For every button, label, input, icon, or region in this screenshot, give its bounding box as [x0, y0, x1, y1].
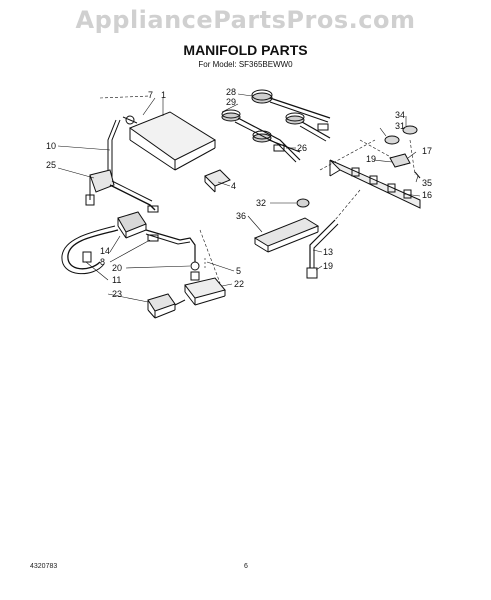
- callout-29: 29: [226, 97, 236, 107]
- part-22-bracket: [184, 277, 226, 299]
- part-11-loop-tube: [67, 229, 119, 270]
- page-number: 6: [244, 563, 248, 570]
- callout-32: 32: [256, 198, 266, 208]
- model-line: For Model: SF365BEWW0: [198, 60, 293, 69]
- part-34-knob: [402, 125, 418, 135]
- part-29-burner: [221, 112, 241, 122]
- callout-19a: 19: [366, 154, 376, 164]
- callout-25: 25: [46, 160, 56, 170]
- part-36-bracket: [253, 217, 320, 247]
- callout-5: 5: [236, 266, 241, 276]
- callout-34: 34: [395, 110, 405, 120]
- part-13-tube: [309, 219, 336, 268]
- callout-31: 31: [395, 121, 405, 131]
- part-1-shield: [128, 111, 217, 161]
- callout-20: 20: [112, 263, 122, 273]
- part-14-regulator: [117, 211, 147, 233]
- callout-8: 8: [100, 257, 105, 267]
- doc-number: 4320783: [30, 563, 58, 570]
- watermark: AppliancePartsPros.com: [75, 6, 416, 34]
- part-28-burner: [251, 92, 273, 104]
- callout-17: 17: [422, 146, 432, 156]
- part-7-fitting: [125, 115, 135, 125]
- part-31-knob: [384, 135, 400, 145]
- callout-labels: 7 1 28 29 34 31 10 26 17 25 19 4 35 32 1…: [46, 87, 432, 299]
- part-4-bracket: [204, 169, 231, 187]
- callout-26: 26: [297, 143, 307, 153]
- callout-14: 14: [100, 246, 110, 256]
- callout-4: 4: [231, 181, 236, 191]
- diagram-drawing: [57, 89, 421, 319]
- callout-22: 22: [234, 279, 244, 289]
- callout-13: 13: [323, 247, 333, 257]
- part-32-ring: [296, 198, 310, 208]
- part-23-regulator: [147, 293, 176, 312]
- callout-23: 23: [112, 289, 122, 299]
- callout-28: 28: [226, 87, 236, 97]
- callout-36: 36: [236, 211, 246, 221]
- callout-1: 1: [161, 90, 166, 100]
- part-26-fitting: [273, 144, 285, 152]
- part-20-fitting: [190, 261, 200, 271]
- page-title: MANIFOLD PARTS: [183, 42, 308, 58]
- callout-19b: 19: [323, 261, 333, 271]
- callout-11: 11: [112, 275, 121, 285]
- callout-35: 35: [422, 178, 432, 188]
- part-25-valve: [89, 169, 115, 193]
- callout-16: 16: [422, 190, 432, 200]
- callout-10: 10: [46, 141, 56, 151]
- part-10-tube: [111, 119, 121, 180]
- part-17-valve: [389, 153, 411, 168]
- callout-7: 7: [148, 90, 153, 100]
